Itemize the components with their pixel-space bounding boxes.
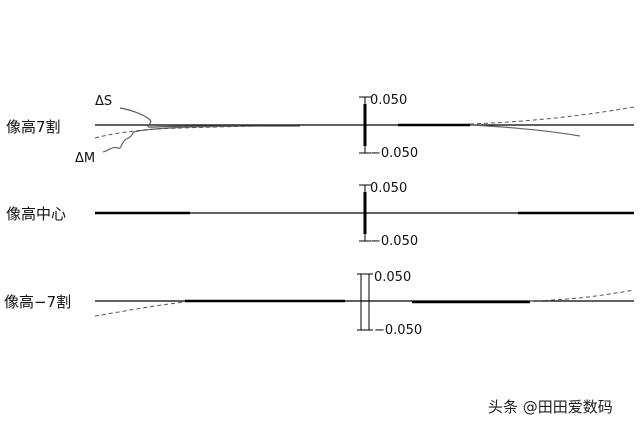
tick-bottom: −0.050 (370, 234, 418, 249)
tick-top: 0.050 (370, 181, 407, 196)
solid-curve-right (469, 124, 581, 137)
dashed-curve-left (94, 301, 186, 317)
tick-bottom: −0.050 (370, 146, 418, 161)
dashed-curve-right (469, 106, 635, 125)
tick-top: 0.050 (374, 270, 411, 285)
row-label: 像高中心 (6, 205, 66, 223)
watermark: 头条 @田田爱数码 (488, 398, 613, 416)
dashed-curve-left (94, 125, 261, 139)
row-image-height-70: 像高7割 0.050 −0.050 ΔS ΔM (6, 93, 635, 166)
row-label: 像高7割 (6, 118, 61, 136)
scale-bar (359, 184, 371, 242)
tick-bottom: −0.050 (374, 323, 422, 338)
meridional-curve-left (102, 125, 241, 153)
scale-bar (359, 96, 371, 154)
delta-m-label: ΔM (75, 151, 95, 166)
delta-s-label: ΔS (95, 94, 112, 109)
tick-top: 0.050 (370, 93, 407, 108)
sagittal-curve-left (119, 107, 300, 128)
row-image-height-center: 像高中心 0.050 −0.050 (6, 181, 634, 249)
row-image-height-minus-70: 像高−7割 0.050 −0.050 (4, 270, 635, 338)
dashed-curve-right (529, 289, 635, 302)
row-label: 像高−7割 (4, 293, 71, 311)
scale-bar (357, 273, 373, 331)
